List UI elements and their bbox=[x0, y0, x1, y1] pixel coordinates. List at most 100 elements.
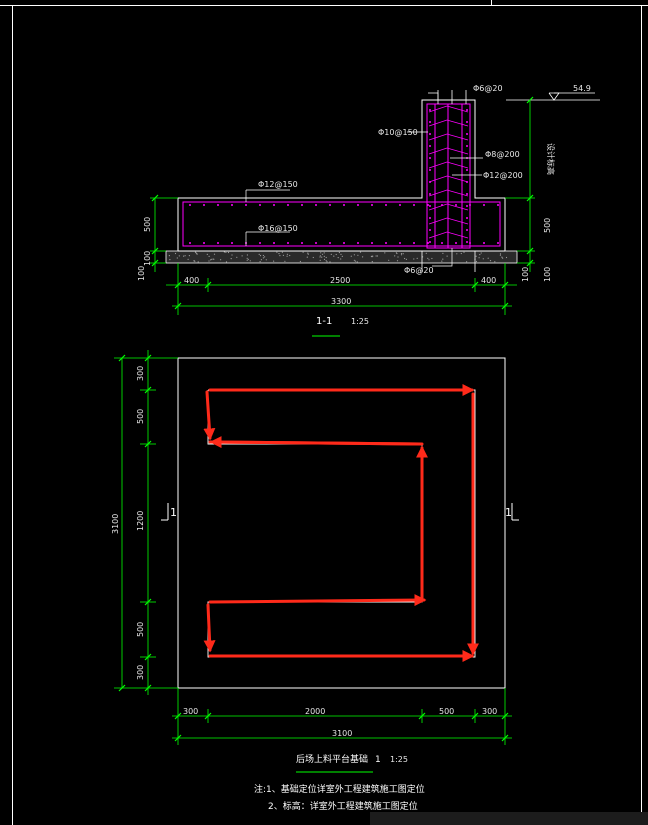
gravel-dot bbox=[341, 255, 343, 257]
gravel-dot bbox=[402, 253, 404, 255]
gravel-dot bbox=[335, 253, 337, 256]
gravel-dot bbox=[210, 258, 212, 260]
gravel-dot bbox=[206, 253, 208, 255]
rebar-dot bbox=[497, 242, 499, 244]
dim-bottom-total: 3300 bbox=[331, 297, 351, 306]
column-hoop bbox=[428, 231, 469, 239]
gravel-dot bbox=[174, 252, 177, 255]
gravel-dot bbox=[405, 258, 407, 260]
notes: 注:1、基础定位详室外工程建筑施工图定位 2、标高：详室外工程建筑施工图定位 bbox=[254, 783, 425, 812]
gravel-dot bbox=[362, 256, 364, 258]
gravel-dot bbox=[425, 252, 427, 254]
gravel-dot bbox=[456, 253, 458, 255]
gravel-bed bbox=[165, 250, 518, 264]
rebar-dot bbox=[217, 242, 219, 244]
gravel-dot bbox=[441, 260, 443, 262]
rebar-dot bbox=[287, 204, 289, 206]
gravel-dot bbox=[282, 254, 284, 256]
gravel-dot bbox=[306, 256, 308, 258]
gravel-dot bbox=[284, 260, 286, 262]
column-hoop bbox=[428, 105, 469, 113]
dim-left-bed: 100 bbox=[143, 251, 152, 266]
wall-path bbox=[207, 389, 476, 658]
rebar-dot bbox=[466, 229, 468, 231]
rebar-dot bbox=[466, 133, 468, 135]
dim-right-bed: 100 bbox=[521, 267, 530, 282]
plan-title-suffix: 1 bbox=[375, 755, 381, 765]
gravel-dot bbox=[338, 251, 340, 254]
rebar-dot bbox=[466, 121, 468, 123]
rebar-dot bbox=[429, 229, 431, 231]
label-slab-top: Φ12@150 bbox=[258, 180, 298, 189]
elevation-marker bbox=[506, 92, 600, 101]
dim-left-total: 100 bbox=[137, 266, 146, 281]
rebar-dot bbox=[315, 204, 317, 206]
gravel-dot bbox=[499, 254, 501, 256]
rebar-hoops bbox=[428, 105, 469, 239]
gravel-dot bbox=[246, 254, 248, 256]
gravel-dot bbox=[279, 255, 281, 257]
gravel-dot bbox=[241, 255, 243, 257]
rebar-dot bbox=[385, 204, 387, 206]
rebar-dot bbox=[427, 242, 429, 244]
gravel-dot bbox=[184, 255, 186, 257]
rebar-dot bbox=[329, 242, 331, 244]
rebar-dot bbox=[287, 242, 289, 244]
rebar-dot bbox=[469, 204, 471, 206]
gravel-dot bbox=[482, 258, 484, 260]
gravel-dot bbox=[505, 256, 508, 259]
gravel-dot bbox=[321, 256, 323, 258]
rebar-dot bbox=[466, 169, 468, 171]
rebar-dot bbox=[399, 242, 401, 244]
gravel-dot bbox=[262, 254, 264, 257]
gravel-dot bbox=[299, 260, 301, 263]
rebar-dot bbox=[455, 242, 457, 244]
gravel-dot bbox=[427, 257, 429, 259]
rebar-dot bbox=[413, 204, 415, 206]
gravel-dot bbox=[356, 261, 358, 263]
gravel-dot bbox=[258, 253, 260, 255]
dim-plan-bottom-2: 2000 bbox=[305, 707, 325, 716]
gravel-dot bbox=[413, 258, 415, 260]
dim-plan-left-3: 1200 bbox=[136, 511, 145, 531]
gravel-dot bbox=[286, 253, 288, 255]
gravel-dot bbox=[478, 257, 480, 259]
dim-right-total: 100 bbox=[543, 267, 552, 282]
label-slab-bottom: Φ16@150 bbox=[258, 224, 298, 233]
gravel-dot bbox=[183, 255, 185, 257]
gravel-dot bbox=[325, 256, 327, 259]
gravel-dot bbox=[307, 252, 309, 254]
rebar-dot bbox=[203, 204, 205, 206]
gravel-dot bbox=[431, 257, 433, 260]
label-column-hoop: Φ10@150 bbox=[378, 128, 418, 137]
gravel-dot bbox=[246, 257, 248, 259]
gravel-dot bbox=[463, 251, 465, 253]
gravel-dot bbox=[259, 261, 261, 263]
gravel-dot bbox=[416, 257, 418, 259]
gravel-dot bbox=[230, 258, 232, 260]
rebar-dot bbox=[413, 242, 415, 244]
rebar-cage bbox=[182, 103, 501, 249]
rebar-dot bbox=[301, 242, 303, 244]
gravel-dot bbox=[354, 260, 356, 262]
gravel-dot bbox=[289, 254, 291, 257]
rebar-dot bbox=[466, 181, 468, 183]
gravel-dot bbox=[249, 260, 251, 262]
gravel-dot bbox=[480, 252, 482, 254]
gravel-dot bbox=[340, 253, 342, 255]
gravel-dot bbox=[350, 255, 352, 257]
gravel-dot bbox=[265, 259, 267, 261]
cut-mark-right: 1 bbox=[505, 506, 512, 519]
column-hoop bbox=[428, 147, 469, 155]
gravel-dot bbox=[196, 253, 198, 255]
rebar-dot bbox=[357, 242, 359, 244]
rebar-dot bbox=[483, 204, 485, 206]
rebar-dot bbox=[466, 145, 468, 147]
rebar-dot bbox=[343, 204, 345, 206]
gravel-dot bbox=[397, 256, 399, 258]
dim-plan-bottom-3: 500 bbox=[439, 707, 454, 716]
gravel-dot bbox=[319, 255, 321, 257]
dim-bottom-mid: 2500 bbox=[330, 276, 350, 285]
rebar-dot bbox=[466, 241, 468, 243]
gravel-dot bbox=[193, 260, 195, 262]
